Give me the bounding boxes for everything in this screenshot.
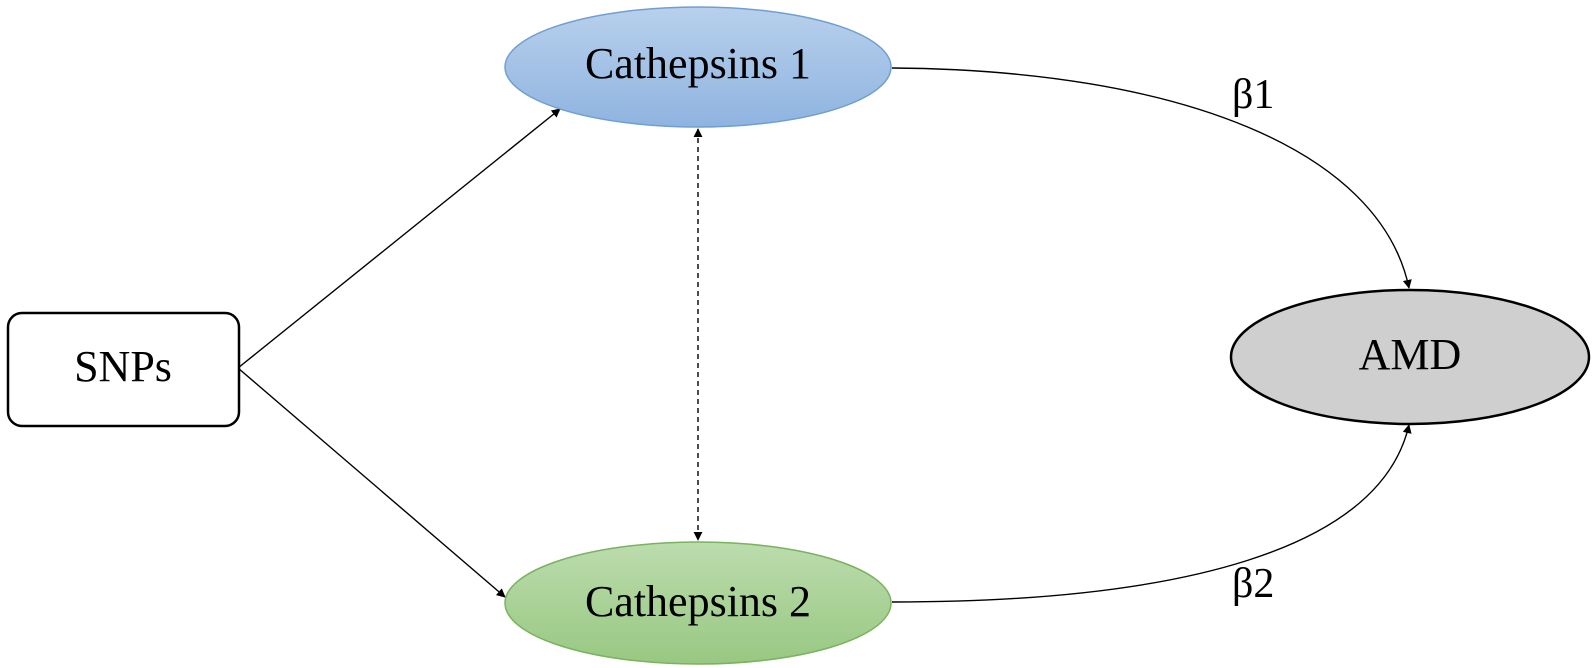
snps-box <box>6 311 241 428</box>
beta2-label: β2 <box>1232 561 1274 607</box>
edge-cathepsins1-to-amd <box>891 67 1412 289</box>
amd-label: AMD <box>1359 330 1462 379</box>
edge-cathepsins2-to-amd <box>891 424 1412 603</box>
snps-label: SNPs <box>74 342 172 391</box>
edge-snps-to-cathepsins1 <box>237 108 561 369</box>
cathepsins2-node: Cathepsins 2 <box>504 541 892 665</box>
amd-ellipse <box>1229 288 1591 426</box>
cathepsins1-ellipse <box>504 6 892 128</box>
cathepsins1-label: Cathepsins 1 <box>585 39 811 88</box>
cathepsins1-node: Cathepsins 1 <box>504 6 892 128</box>
beta1-label: β1 <box>1232 72 1274 118</box>
amd-node: AMD <box>1229 288 1591 426</box>
cathepsins2-ellipse <box>504 541 892 665</box>
cathepsins2-label: Cathepsins 2 <box>585 577 811 626</box>
snps-node: SNPs <box>6 311 241 428</box>
edge-snps-to-cathepsins2 <box>237 367 506 598</box>
